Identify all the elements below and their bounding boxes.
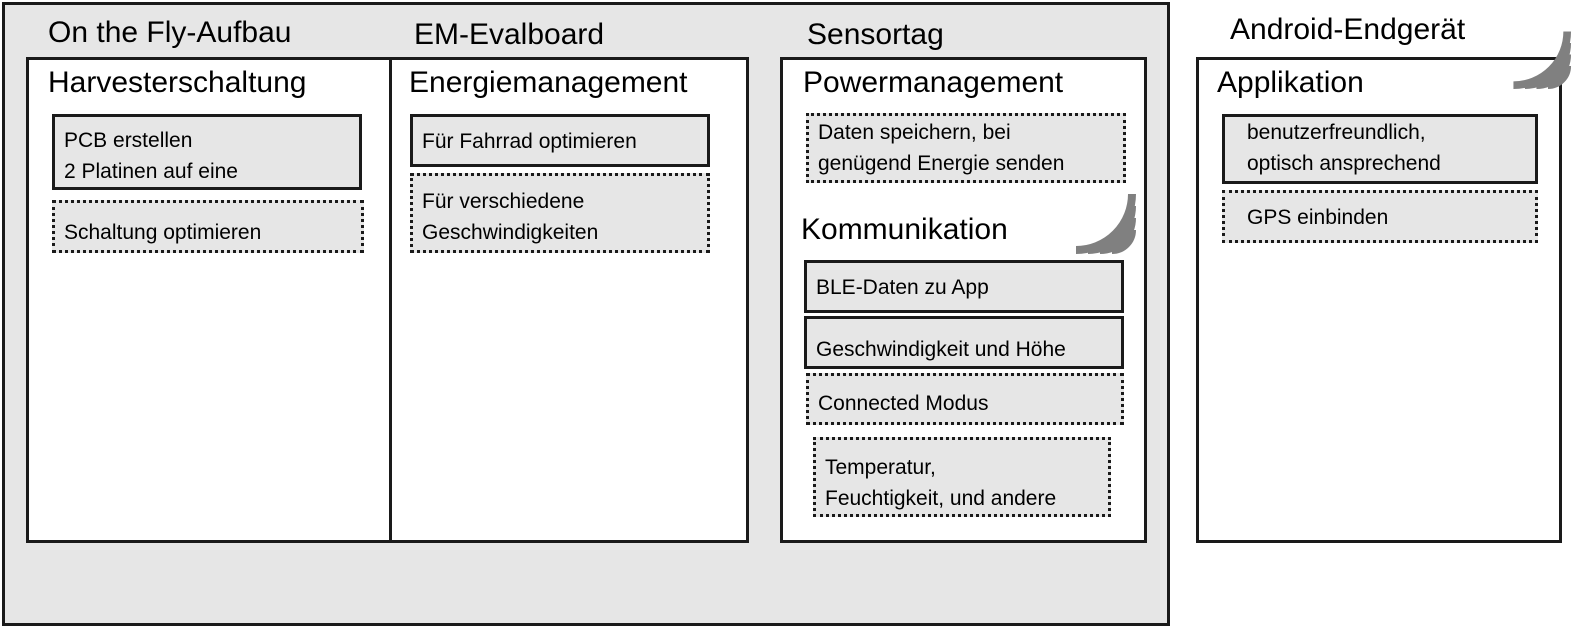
task-benutzerfreundlich-line-2: optisch ansprechend (1247, 152, 1441, 175)
task-ble-daten-label: BLE-Daten zu App (816, 276, 989, 299)
task-ble-daten: BLE-Daten zu App (804, 260, 1124, 313)
task-geschwindigkeiten: Für verschiedene Geschwindigkeiten (410, 173, 710, 253)
task-temperatur: Temperatur, Feuchtigkeit, und andere (813, 437, 1111, 517)
task-daten-speichern-line-1: Daten speichern, bei (818, 121, 1011, 144)
group-title-sensortag: Sensortag (807, 18, 944, 51)
task-pcb-line-2: 2 Platinen auf eine (64, 160, 238, 183)
task-benutzerfreundlich: benutzerfreundlich, optisch ansprechend (1222, 114, 1538, 184)
task-temperatur-line-2: Feuchtigkeit, und andere (825, 487, 1057, 510)
task-pcb-line-1: PCB erstellen (64, 129, 193, 152)
task-fahrrad-label: Für Fahrrad optimieren (422, 130, 637, 153)
group-title-on-the-fly: On the Fly-Aufbau (48, 16, 292, 49)
task-daten-speichern-line-2: genügend Energie senden (818, 152, 1065, 175)
task-pcb: PCB erstellen 2 Platinen auf eine (52, 114, 362, 190)
panel-title-energiemanagement: Energiemanagement (409, 66, 688, 99)
wireless-signal-icon (1513, 31, 1572, 90)
task-schaltung-optimieren-label: Schaltung optimieren (64, 221, 262, 244)
task-temperatur-line-1: Temperatur, (825, 456, 936, 479)
task-geschwindigkeit-hoehe: Geschwindigkeit und Höhe (804, 316, 1124, 369)
task-geschwindigkeiten-line-2: Geschwindigkeiten (422, 221, 599, 244)
task-connected-modus-label: Connected Modus (818, 392, 989, 415)
panel-title-kommunikation: Kommunikation (801, 213, 1008, 246)
group-title-android: Android-Endgerät (1230, 13, 1466, 46)
task-fahrrad: Für Fahrrad optimieren (410, 114, 710, 167)
task-gps-label: GPS einbinden (1247, 206, 1389, 229)
task-connected-modus: Connected Modus (806, 373, 1124, 425)
panel-title-powermanagement: Powermanagement (803, 66, 1064, 99)
task-schaltung-optimieren: Schaltung optimieren (52, 200, 364, 253)
task-gps: GPS einbinden (1222, 190, 1538, 243)
task-geschwindigkeit-hoehe-label: Geschwindigkeit und Höhe (816, 338, 1066, 361)
panel-title-applikation: Applikation (1217, 66, 1364, 99)
task-benutzerfreundlich-line-1: benutzerfreundlich, (1247, 121, 1426, 144)
wireless-signal-icon (1075, 193, 1136, 254)
task-geschwindigkeiten-line-1: Für verschiedene (422, 190, 585, 213)
task-daten-speichern: Daten speichern, bei genügend Energie se… (806, 113, 1126, 183)
panel-title-harvesterschaltung: Harvesterschaltung (48, 66, 307, 99)
group-title-em-evalboard: EM-Evalboard (414, 18, 605, 51)
